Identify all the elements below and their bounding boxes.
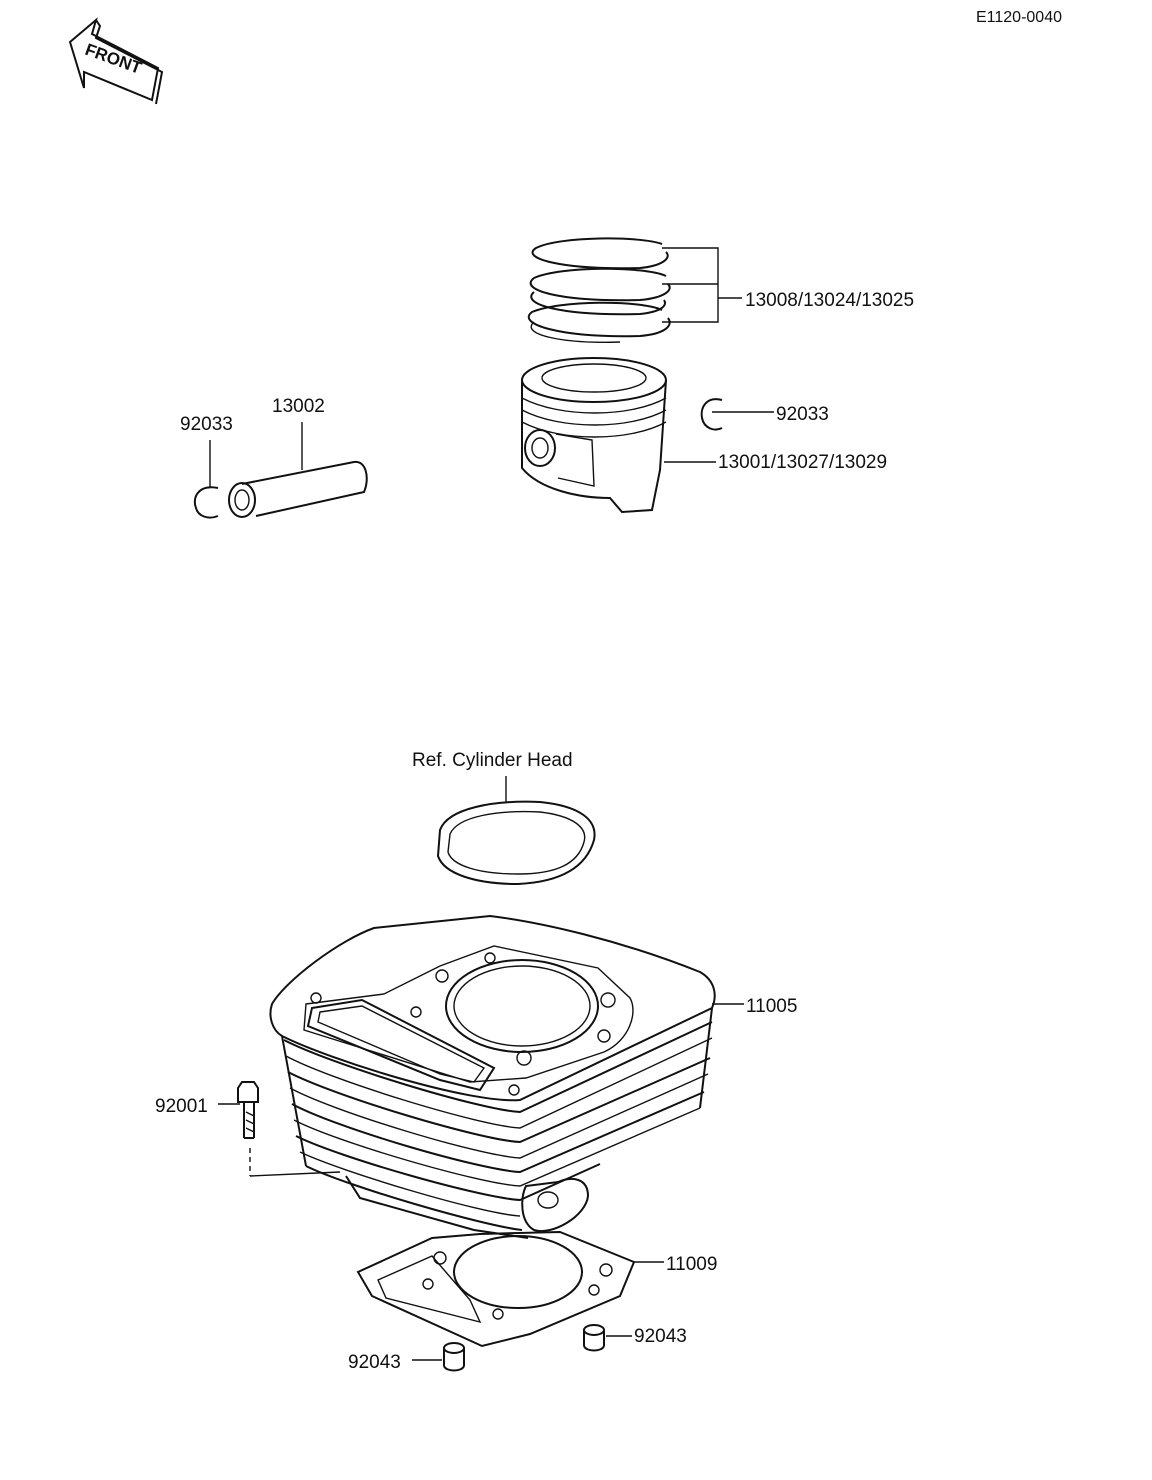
base-gasket	[356, 1230, 664, 1348]
label-piston: 13001/13027/13029	[718, 452, 887, 473]
front-arrow-icon: FRONT	[68, 17, 164, 105]
label-base-gasket: 11009	[666, 1254, 717, 1275]
label-cylinder: 11005	[746, 996, 797, 1017]
circlip-right	[700, 398, 774, 431]
bolt	[218, 1081, 341, 1177]
label-dowel-right: 92043	[634, 1326, 687, 1347]
piston-pin	[228, 422, 368, 518]
diagram-code: E1120-0040	[976, 9, 1062, 26]
head-gasket	[436, 776, 596, 886]
piston	[521, 357, 716, 514]
piston-rings	[527, 237, 742, 343]
label-bolt: 92001	[155, 1096, 208, 1117]
circlip-left	[193, 440, 219, 519]
label-circlip-right: 92033	[776, 404, 829, 425]
dowel-right	[583, 1324, 632, 1352]
dowel-left	[412, 1342, 465, 1372]
cylinder	[269, 914, 744, 1239]
label-piston-rings: 13008/13024/13025	[745, 290, 914, 311]
label-dowel-left: 92043	[348, 1352, 401, 1373]
label-piston-pin: 13002	[272, 396, 325, 417]
label-circlip-left: 92033	[180, 414, 233, 435]
label-cylinder-head-ref: Ref. Cylinder Head	[412, 750, 573, 771]
